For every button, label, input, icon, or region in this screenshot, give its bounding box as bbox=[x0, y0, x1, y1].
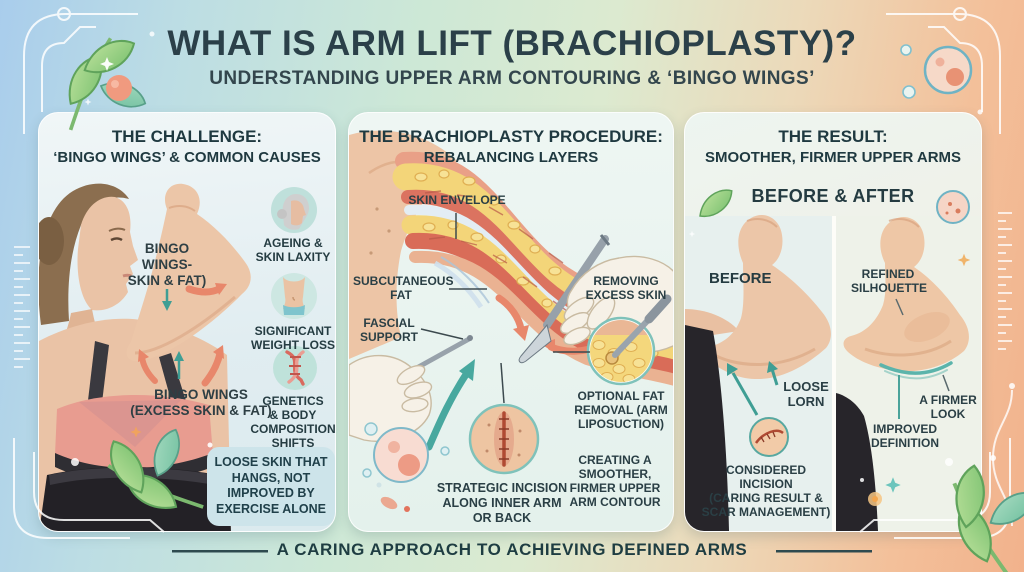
cause-ageing-label: AGEING &SKIN LAXITY bbox=[255, 236, 331, 265]
weight-loss-torso-icon bbox=[271, 273, 317, 319]
panel-procedure: THE BRACHIOPLASTY PROCEDURE: REBALANCING… bbox=[348, 112, 674, 532]
skin-envelope-label: SKIN ENVELOPE bbox=[408, 193, 506, 207]
result-title: THE RESULT: SMOOTHER, FIRMER UPPER ARMS bbox=[704, 127, 962, 167]
bingo-wings-excess-annotation: BINGO WINGS (EXCESS SKIN & FAT) bbox=[130, 387, 272, 418]
dna-icon bbox=[273, 346, 317, 390]
procedure-title: THE BRACHIOPLASTY PROCEDURE: REBALANCING… bbox=[359, 127, 663, 167]
bingo-wings-annotation: BINGO WINGS- SKIN & FAT) bbox=[127, 241, 207, 288]
brachioplasty-anatomy-illustration bbox=[349, 130, 673, 512]
page-title: WHAT IS ARM LIFT (BRACHIOPLASTY)? bbox=[167, 24, 857, 63]
panel-result: THE RESULT: SMOOTHER, FIRMER UPPER ARMS … bbox=[684, 112, 982, 532]
before-after-heading: BEFORE & AFTER bbox=[751, 186, 915, 206]
page-subtitle: UNDERSTANDING UPPER ARM CONTOURING & ‘BI… bbox=[209, 68, 815, 89]
ageing-face-icon bbox=[271, 187, 317, 233]
before-label: BEFORE bbox=[709, 270, 772, 287]
footer-tagline: A CARING APPROACH TO ACHIEVING DEFINED A… bbox=[276, 540, 748, 559]
challenge-title: THE CHALLENGE: ‘BINGO WINGS’ & COMMON CA… bbox=[53, 127, 321, 167]
